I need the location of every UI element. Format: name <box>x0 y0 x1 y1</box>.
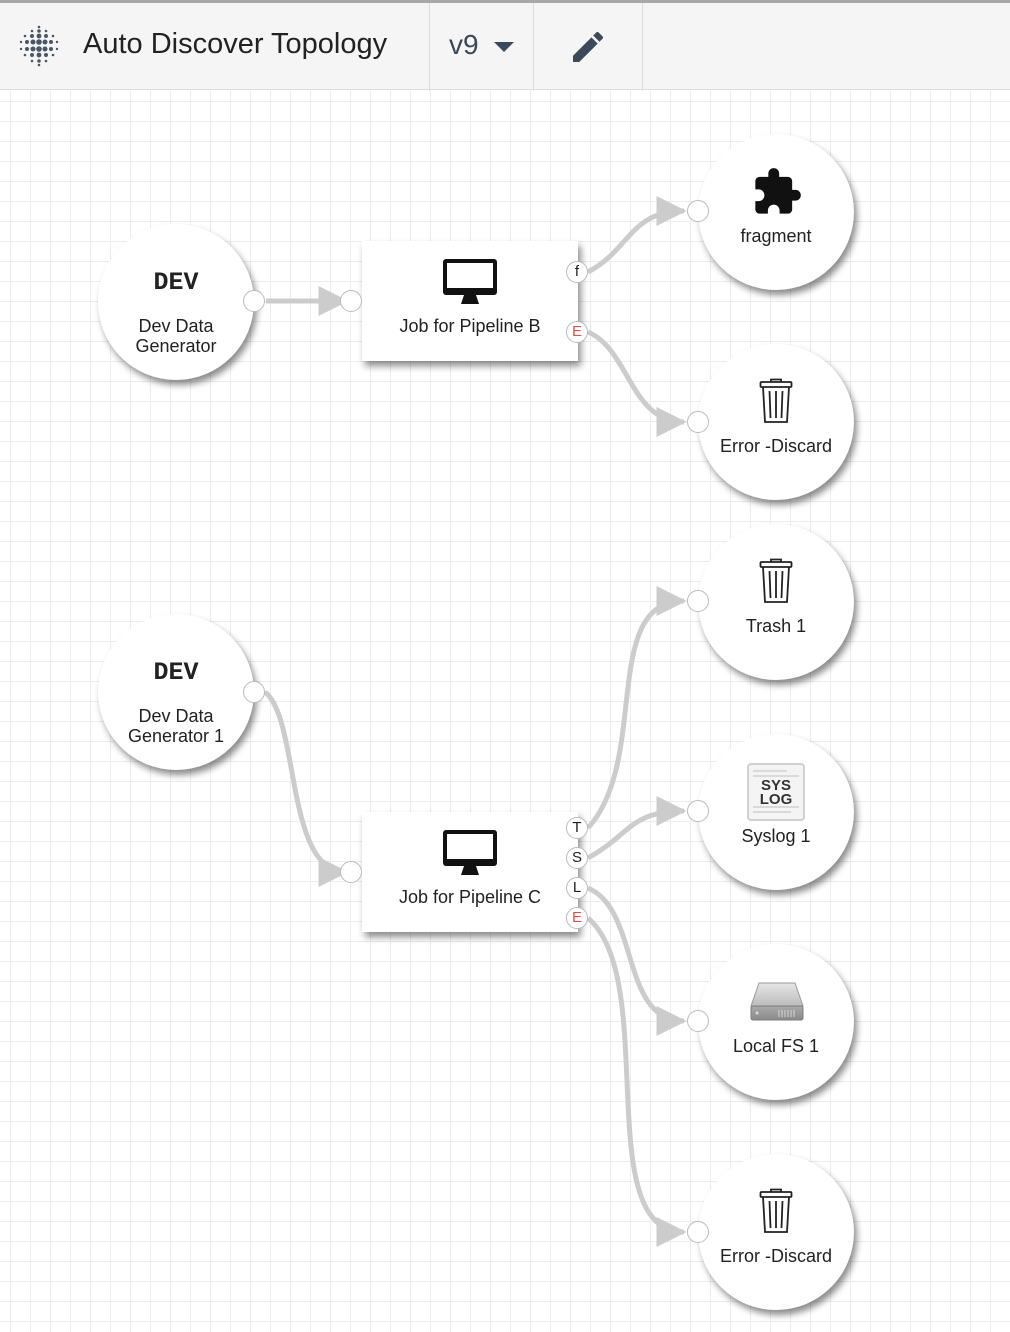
version-dropdown[interactable]: v9 <box>431 3 533 93</box>
input-port[interactable] <box>687 1221 709 1243</box>
topology-header: Auto Discover Topology v9 <box>0 0 1010 93</box>
header-divider <box>533 3 534 93</box>
error-port[interactable]: E <box>566 321 588 343</box>
stage-syslog-1[interactable]: SYS LOG Syslog 1 <box>698 734 854 890</box>
input-port[interactable] <box>687 200 709 222</box>
header-divider <box>429 3 430 93</box>
dev-badge: DEV <box>153 658 199 687</box>
input-port[interactable] <box>340 861 362 883</box>
stage-label: Job for Pipeline C <box>398 887 542 907</box>
stage-dev-data-generator[interactable]: DEV Dev Data Generator <box>98 224 254 380</box>
stage-error-discard[interactable]: Error -Discard <box>698 1154 854 1310</box>
trash-icon <box>759 558 793 603</box>
stage-label: Dev Data <box>138 316 214 336</box>
syslog-logo-text: SYS <box>761 777 791 794</box>
edit-button[interactable] <box>535 3 642 93</box>
stage-dev-data-generator-1[interactable]: DEV Dev Data Generator 1 <box>98 614 254 770</box>
output-port-s[interactable]: S <box>566 847 588 869</box>
stage-label: Generator 1 <box>127 726 225 746</box>
output-port-f[interactable]: f <box>566 261 588 283</box>
output-port[interactable] <box>243 290 265 312</box>
dev-badge: DEV <box>153 268 199 297</box>
output-port[interactable] <box>243 681 265 703</box>
input-port[interactable] <box>687 800 709 822</box>
page-title: Auto Discover Topology <box>83 28 388 60</box>
stage-trash-1[interactable]: Trash 1 <box>698 524 854 680</box>
puzzle-piece-icon <box>755 168 801 214</box>
caret-down-icon <box>494 42 514 52</box>
stage-label: Error -Discard <box>719 436 832 456</box>
syslog-logo-text: LOG <box>760 791 793 808</box>
input-port[interactable] <box>340 290 362 312</box>
stage-label: Dev Data <box>138 706 214 726</box>
stage-local-fs-1[interactable]: Local FS 1 <box>698 944 854 1100</box>
trash-icon <box>759 378 793 423</box>
monitor-icon <box>443 259 497 304</box>
error-port[interactable]: E <box>566 907 588 929</box>
input-port[interactable] <box>687 590 709 612</box>
stage-label: Generator <box>135 336 217 356</box>
stage-label: Local FS 1 <box>732 1036 820 1056</box>
input-port[interactable] <box>687 411 709 433</box>
syslog-logo-icon: SYS LOG <box>747 763 805 821</box>
pencil-icon <box>573 31 604 62</box>
input-port[interactable] <box>687 1010 709 1032</box>
stage-label: Trash 1 <box>745 616 807 636</box>
dots-logo-icon <box>19 25 59 67</box>
header-divider <box>642 3 643 93</box>
stage-error-discard[interactable]: Error -Discard <box>698 344 854 500</box>
output-port-t[interactable]: T <box>566 817 588 839</box>
stage-job-for-pipeline-c[interactable]: Job for Pipeline C <box>362 812 578 932</box>
stage-label: fragment <box>740 226 812 246</box>
stage-label: Syslog 1 <box>741 826 811 846</box>
version-label: v9 <box>449 29 479 60</box>
monitor-icon <box>443 830 497 875</box>
stage-job-for-pipeline-b[interactable]: Job for Pipeline B <box>362 241 578 361</box>
hard-drive-icon <box>750 982 804 1021</box>
stage-label: Job for Pipeline B <box>399 316 541 336</box>
stage-fragment[interactable]: fragment <box>698 134 854 290</box>
trash-icon <box>759 1188 793 1233</box>
stage-label: Error -Discard <box>719 1246 832 1266</box>
output-port-l[interactable]: L <box>566 877 588 899</box>
